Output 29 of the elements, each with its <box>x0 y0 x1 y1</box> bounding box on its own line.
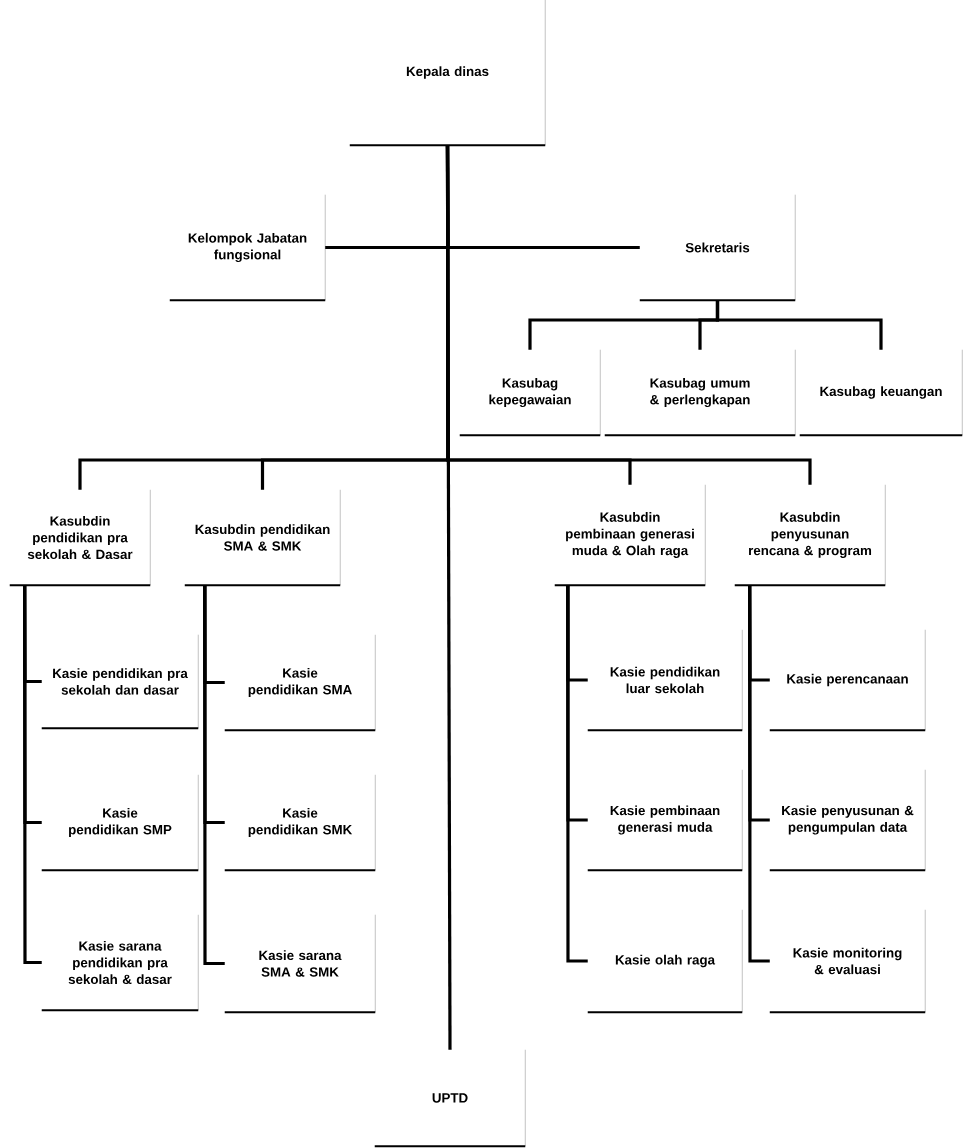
org-box: Kasubdin penyusunan rencana & program <box>733 484 887 587</box>
org-box: Kasie pendidikan SMK <box>223 774 377 872</box>
org-box: Kasie sarana pendidikan pra sekolah & dasar <box>40 914 200 1012</box>
connector-line <box>23 585 42 965</box>
org-box: Kasie perencanaan <box>768 629 927 732</box>
org-box: Kasubdin pendidikan pra sekolah & Dasar <box>8 489 152 587</box>
org-box: Kepala dinas <box>348 0 547 147</box>
connector-line <box>445 145 452 1050</box>
connector-line <box>203 585 225 966</box>
org-box: Kasie pendidikan pra sekolah dan dasar <box>40 634 200 730</box>
org-box: Kasie penyusunan & pengumpulan data <box>768 769 927 872</box>
org-box: Kasubdin pembinaan generasi muda & Olah raga <box>553 484 707 587</box>
org-box: UPTD <box>373 1049 527 1148</box>
org-box: Kasie olah raga <box>586 909 744 1014</box>
org-box: Kasie pendidikan SMP <box>40 774 200 872</box>
connector-line <box>748 585 770 963</box>
org-box: Kasubag kepegawaian <box>458 349 602 437</box>
org-box: Kasie pendidikan luar sekolah <box>586 629 744 732</box>
org-box: Kasubag umum & perlengkapan <box>603 349 797 437</box>
org-box: Kasie pembinaan generasi muda <box>586 769 744 872</box>
connector-line <box>566 585 588 963</box>
connector-line <box>715 300 883 350</box>
org-box: Kasie sarana SMA & SMK <box>223 914 377 1014</box>
org-box: Kelompok Jabatan fungsional <box>168 194 327 302</box>
org-box: Sekretaris <box>638 194 797 302</box>
org-box: Kasubag keuangan <box>798 349 964 437</box>
org-box: Kasie pendidikan SMA <box>223 634 377 732</box>
org-box: Kasubdin pendidikan SMA & SMK <box>183 489 342 587</box>
org-box: Kasie monitoring & evaluasi <box>768 909 927 1014</box>
